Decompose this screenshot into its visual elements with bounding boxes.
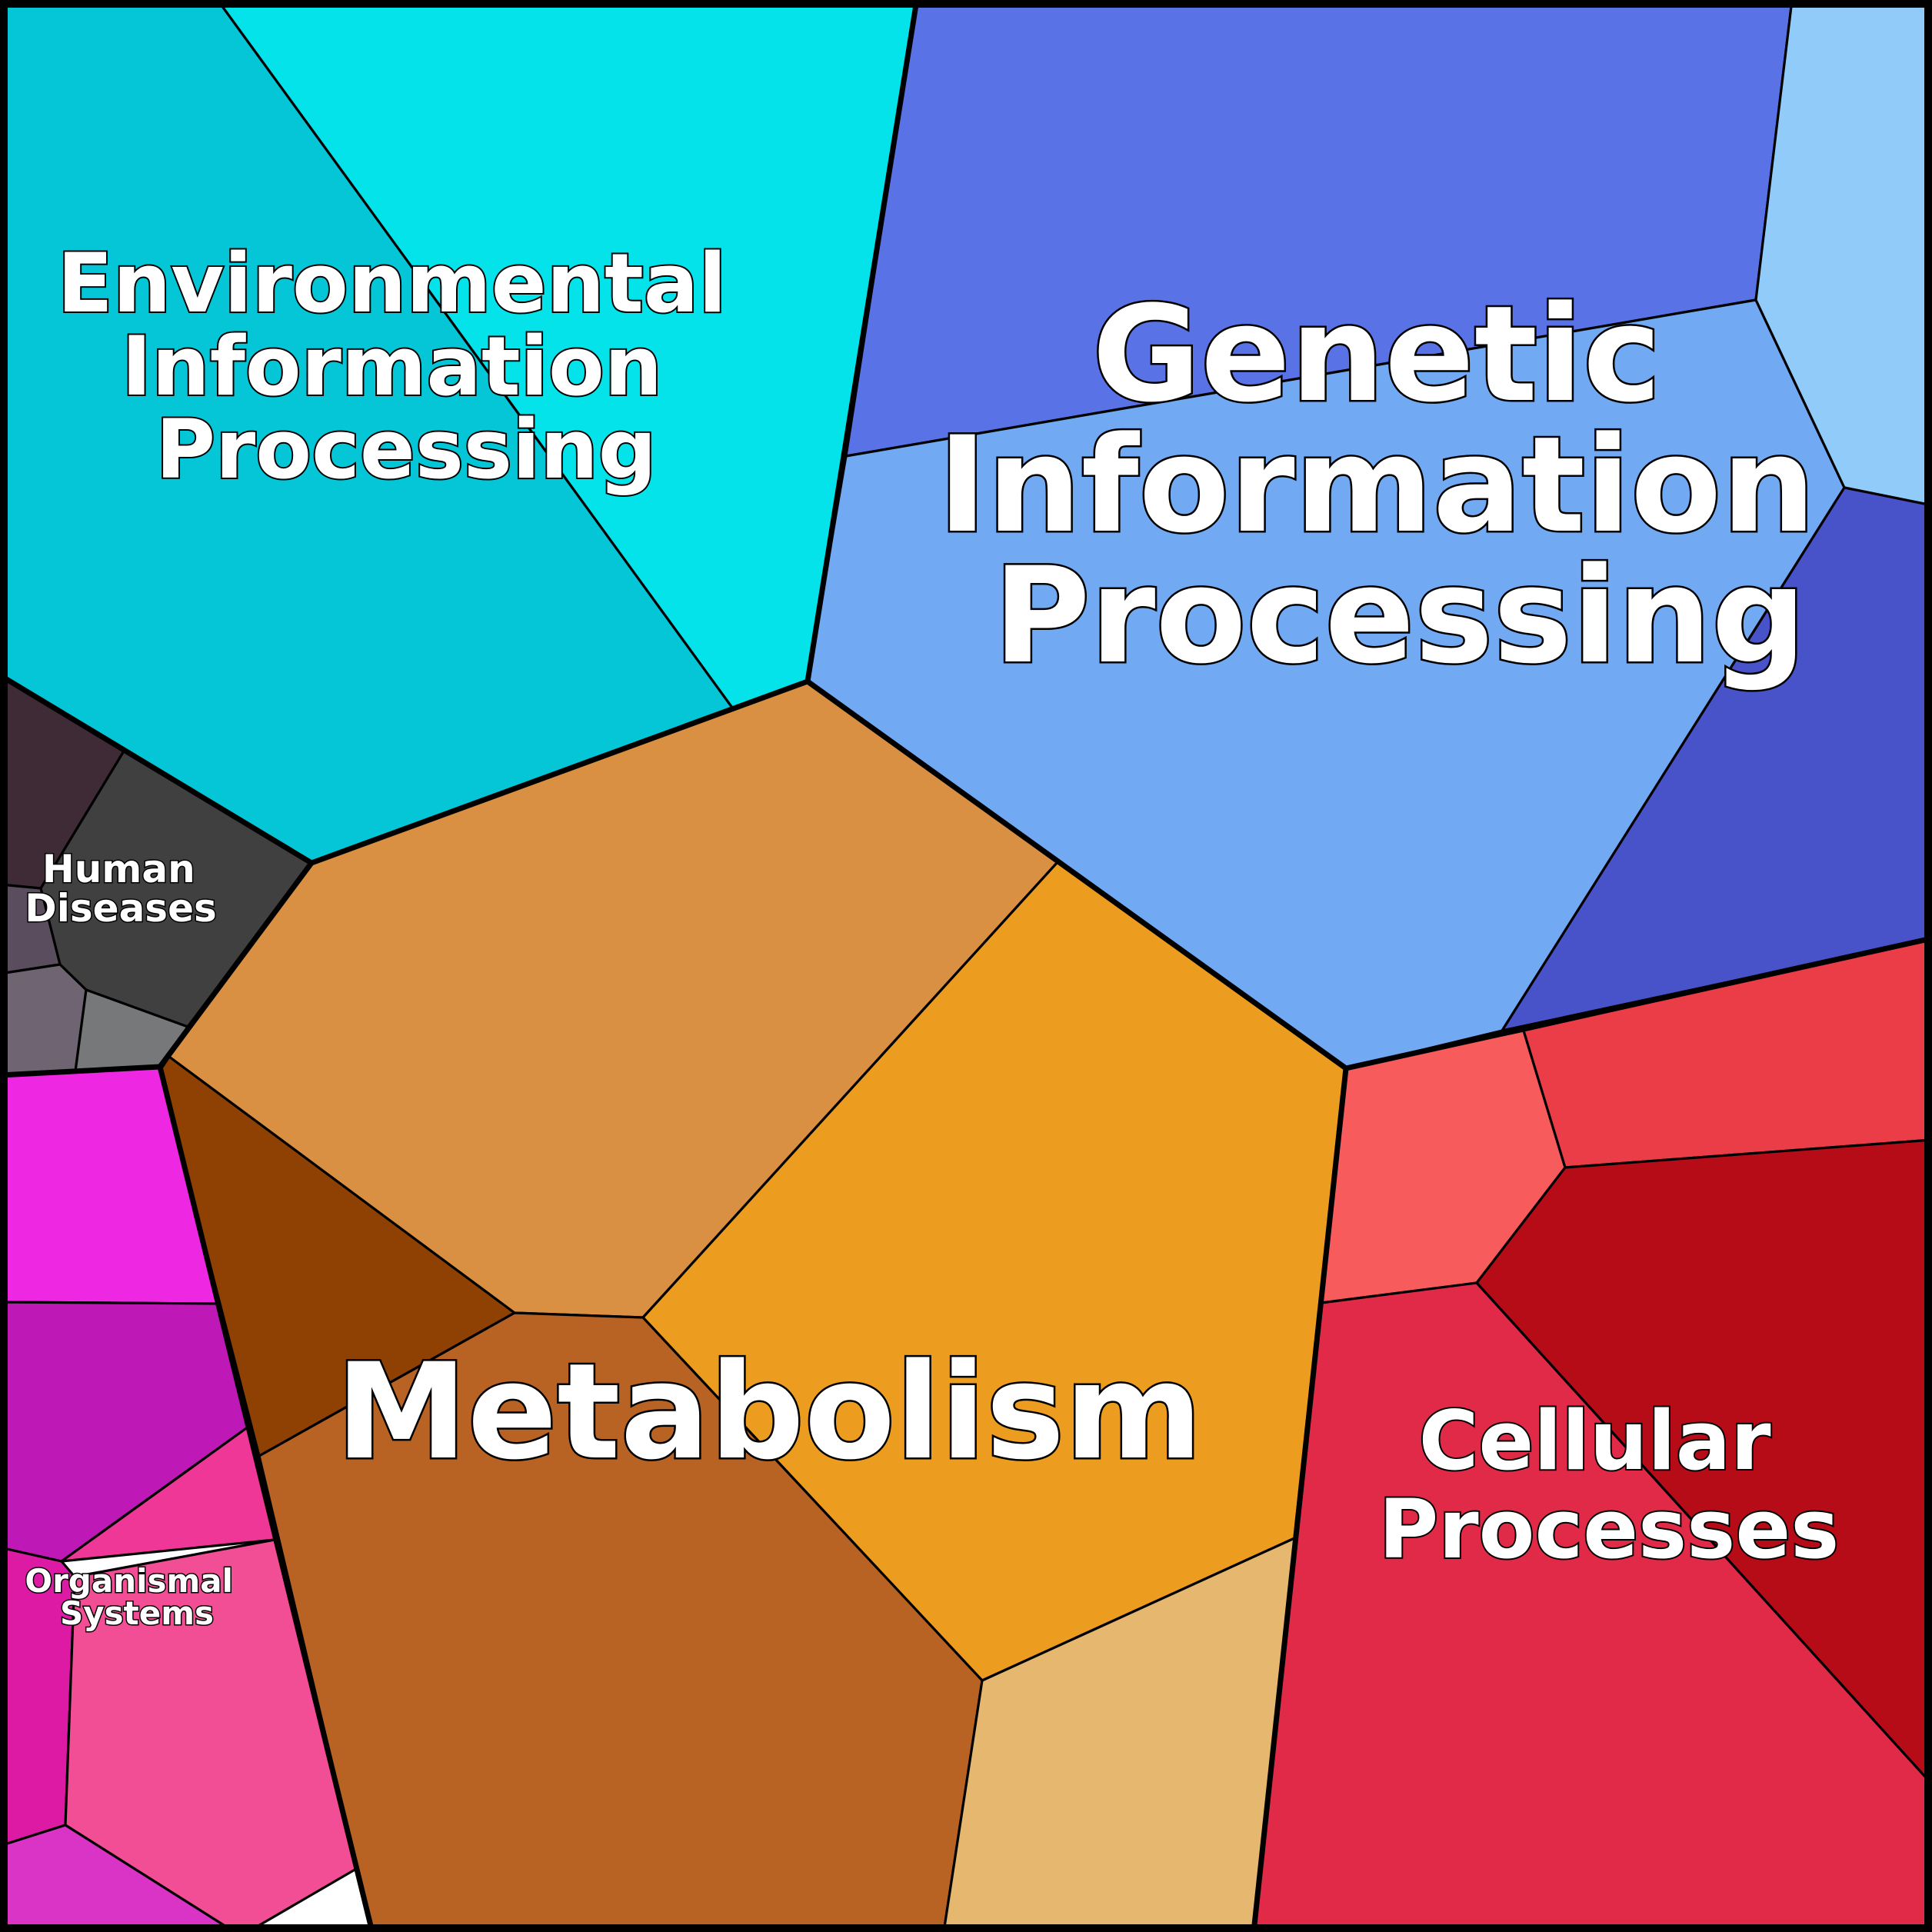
label-cellular-line-2: Processes xyxy=(1379,1482,1840,1577)
metabolism-cell-5 xyxy=(942,1537,1296,1932)
label-environmental: Environmental Information Processing xyxy=(57,236,754,497)
metabolism-cell-4 xyxy=(258,1311,984,1932)
label-genetic-line-3: Processing xyxy=(994,538,1807,693)
label-organismal-line-1: Organismal xyxy=(25,1562,233,1600)
label-environmental-line-3: Processing xyxy=(155,402,656,497)
organismal-cell-6 xyxy=(0,1824,236,1932)
label-cellular-line-1: Cellular xyxy=(1419,1394,1771,1488)
cellular-cell-3 xyxy=(1475,1138,1932,1786)
label-environmental-line-2: Information xyxy=(122,319,662,414)
label-human-diseases-line-1: Human xyxy=(42,847,195,891)
human-diseases-boundary xyxy=(0,1064,163,1078)
label-genetic: Genetic Information Processing xyxy=(938,277,1861,693)
cellular-boundary xyxy=(1251,1065,1349,1932)
environmental-boundary xyxy=(0,0,920,866)
label-metabolism-line-1: Metabolism xyxy=(336,1334,1203,1489)
label-genetic-line-1: Genetic xyxy=(1092,277,1661,431)
genetic-cell-4 xyxy=(1501,486,1932,1032)
human-diseases-cell-4 xyxy=(0,963,88,1077)
label-human-diseases-line-2: Diseases xyxy=(25,886,217,931)
label-environmental-line-1: Environmental xyxy=(57,236,726,331)
label-human-diseases: Human Diseases xyxy=(25,847,217,931)
label-organismal-line-2: Systems xyxy=(60,1594,214,1632)
label-organismal: Organismal Systems xyxy=(25,1562,244,1632)
label-genetic-line-2: Information xyxy=(938,408,1815,562)
label-cellular: Cellular Processes xyxy=(1379,1394,1840,1577)
label-metabolism: Metabolism xyxy=(336,1334,1203,1489)
